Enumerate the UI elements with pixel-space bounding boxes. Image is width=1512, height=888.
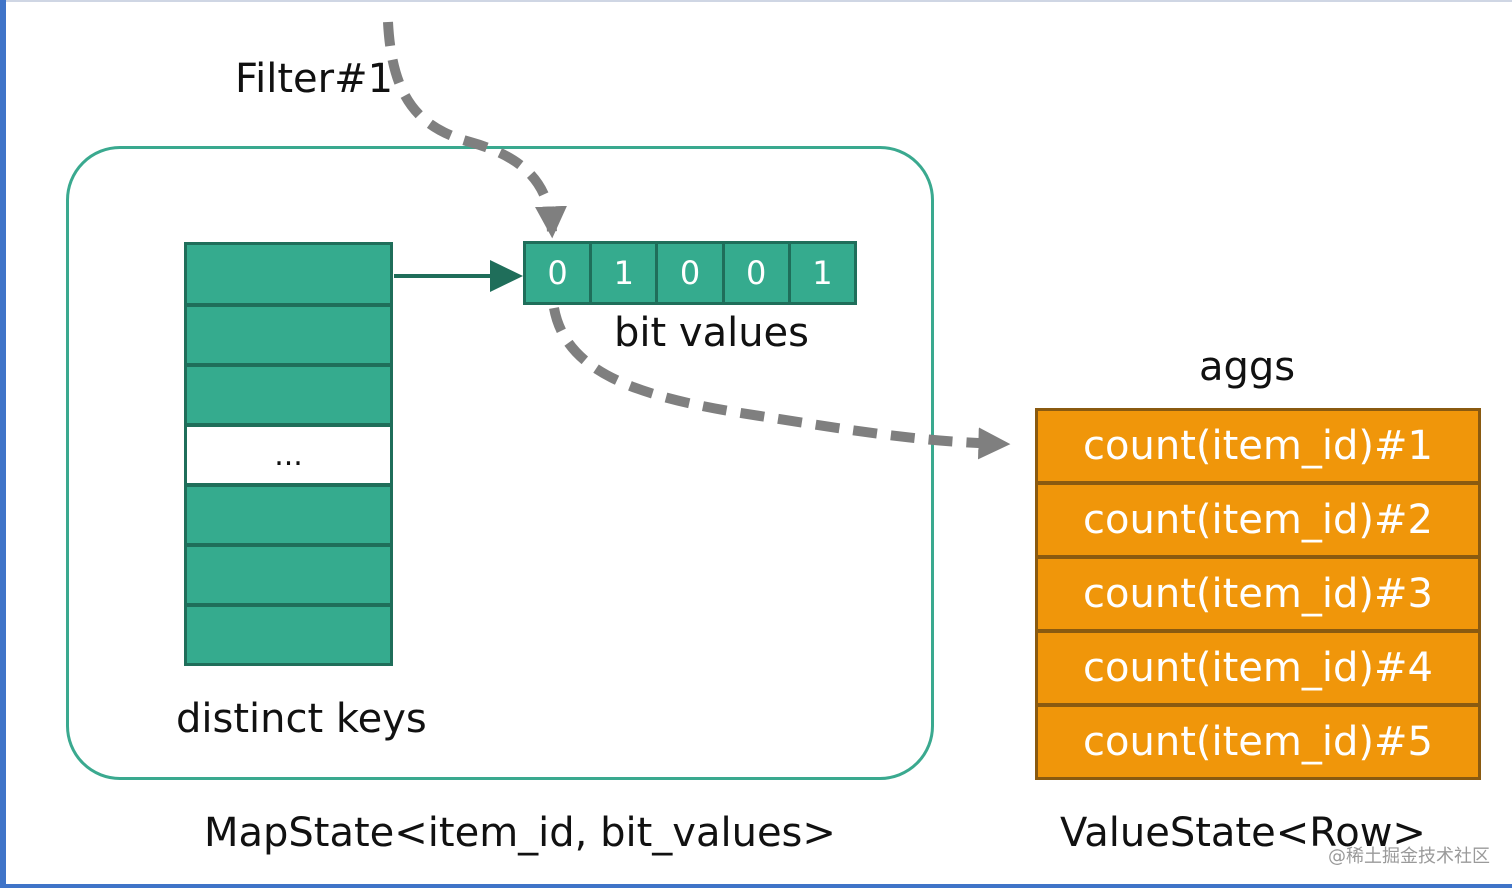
- watermark: @稀土掘金技术社区: [1328, 846, 1490, 867]
- left-frame-edge: [0, 0, 6, 888]
- aggs-value-state-box: count(item_id)#1 count(item_id)#2 count(…: [1035, 408, 1481, 780]
- bits-to-aggs-dashed-arrow: [549, 306, 1011, 460]
- filter-dashed-arrow: [383, 21, 567, 239]
- key-row: [187, 245, 390, 303]
- key-row: [187, 483, 390, 543]
- bit-cell: 1: [790, 244, 855, 302]
- bit-cell: 0: [526, 244, 590, 302]
- agg-row: count(item_id)#1: [1038, 411, 1478, 481]
- mapstate-container: [66, 146, 934, 780]
- agg-row: count(item_id)#2: [1038, 485, 1478, 555]
- key-row: [187, 603, 390, 663]
- agg-row: count(item_id)#4: [1038, 633, 1478, 703]
- key-row: [187, 543, 390, 603]
- key-row-ellipsis: ...: [187, 423, 390, 483]
- bit-values-label: bit values: [614, 310, 809, 356]
- mapstate-caption: MapState<item_id, bit_values>: [204, 810, 836, 856]
- distinct-keys-label: distinct keys: [176, 696, 427, 742]
- bit-cell: 1: [592, 244, 656, 302]
- agg-row: count(item_id)#5: [1038, 707, 1478, 777]
- bit-cell: 0: [724, 244, 788, 302]
- bottom-frame-edge: [0, 884, 1512, 888]
- bit-values-array: 0 1 0 0 1: [523, 241, 857, 305]
- distinct-keys-column: ...: [184, 242, 393, 666]
- aggs-label: aggs: [1199, 344, 1296, 390]
- valuestate-caption: ValueState<Row>: [1060, 810, 1426, 856]
- filter-label: Filter#1: [235, 56, 394, 102]
- bit-cell: 0: [658, 244, 722, 302]
- agg-row: count(item_id)#3: [1038, 559, 1478, 629]
- key-row: [187, 303, 390, 363]
- top-frame-edge: [0, 0, 1512, 2]
- key-to-bits-arrowhead: [490, 260, 523, 292]
- key-row: [187, 363, 390, 423]
